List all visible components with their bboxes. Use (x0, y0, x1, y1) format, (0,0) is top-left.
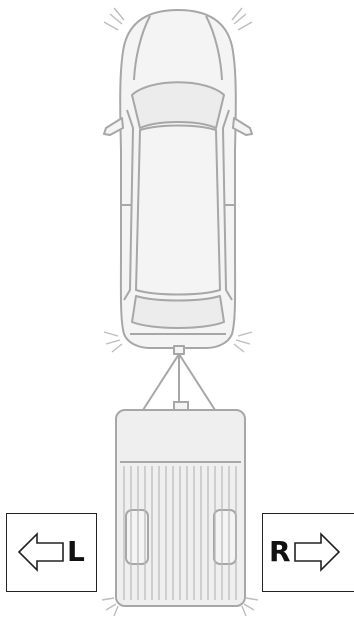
windshield (132, 82, 224, 128)
tow-hitch (174, 346, 184, 354)
tow-bar (143, 354, 215, 410)
light-flash-icon (104, 332, 122, 352)
light-flash-icon (104, 8, 124, 30)
trailer-wheel-right (214, 510, 236, 564)
rear-window (132, 296, 224, 328)
left-indicator-label: L (67, 536, 85, 568)
right-turn-indicator: R (262, 513, 354, 592)
car (104, 10, 252, 354)
left-turn-indicator: L (6, 513, 97, 592)
light-flash-icon (102, 598, 118, 616)
trailer (116, 410, 245, 606)
left-arrow-icon (17, 532, 65, 572)
right-indicator-label: R (269, 536, 291, 568)
trailer-coupler (174, 402, 188, 410)
light-flash-icon (234, 332, 252, 352)
right-arrow-icon (293, 532, 341, 572)
light-flash-icon (232, 8, 252, 30)
